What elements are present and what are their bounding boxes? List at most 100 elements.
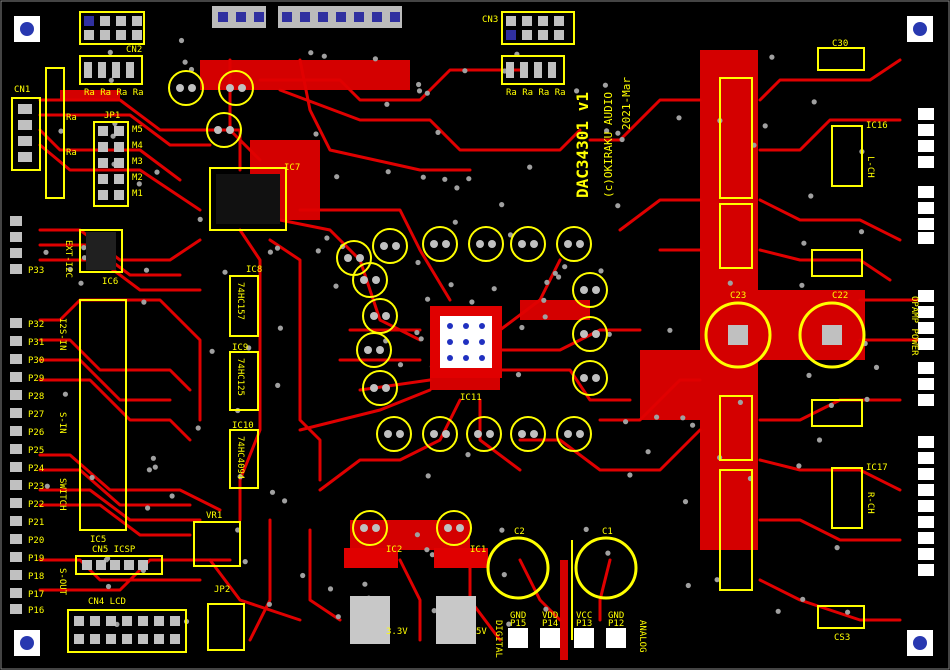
left-pin-pad	[10, 426, 22, 436]
left-pin-label: P19	[28, 554, 44, 564]
c2-label: C2	[514, 527, 525, 537]
cn1-label: CN1	[14, 85, 30, 95]
output-pad	[918, 394, 934, 406]
power-pin-label: GND	[608, 611, 624, 621]
bottom-power-section: 3.3V 5V IC2 IC1 C2 C1	[344, 527, 638, 644]
left-pin-label: P17	[28, 590, 44, 600]
ic9-label: IC9	[232, 343, 248, 353]
ic5-label: IC5	[90, 535, 106, 545]
left-pin-pad	[10, 444, 22, 454]
electrolytic-capacitors	[168, 70, 608, 546]
ic8-label: IC8	[246, 265, 262, 275]
left-pin-pad	[10, 462, 22, 472]
svg-text:Ra Ra Ra Ra: Ra Ra Ra Ra	[506, 88, 566, 98]
left-pin-pad	[10, 336, 22, 346]
jp2-jumper: JP2	[207, 585, 245, 651]
chip-74hc157: 74HC157	[235, 282, 245, 320]
opamp-section: C30 CS3 IC16 IC17 C23 C22	[704, 39, 888, 643]
power-pin-label: VDD	[542, 611, 558, 621]
ic2-voltage-label: 3.3V	[386, 627, 408, 637]
output-pad	[918, 452, 934, 464]
ic6-label: IC6	[102, 277, 118, 287]
svg-text:Ra: Ra	[66, 148, 77, 158]
output-pad	[918, 436, 934, 448]
ic6-chip: IC6	[79, 229, 123, 287]
capacitor-outline	[510, 416, 546, 452]
ic10-label: IC10	[232, 421, 254, 431]
mode-label-m1: M1	[132, 189, 143, 199]
left-pin-label: P21	[28, 518, 44, 528]
cn5-icsp: CN5 ICSP	[75, 545, 163, 575]
left-pin-label: P26	[28, 428, 44, 438]
left-pin-label: P22	[28, 500, 44, 510]
cn1-connector: CN1 Ra Ra	[11, 67, 77, 199]
output-pad	[918, 218, 934, 230]
output-pad	[918, 516, 934, 528]
left-pin-pad	[10, 390, 22, 400]
left-pin-pad	[10, 318, 22, 328]
power-pad	[574, 628, 594, 648]
cn3-connector: CN3	[482, 11, 575, 45]
power-pin-number: P15	[510, 619, 526, 629]
power-pin-label: VCC	[576, 611, 592, 621]
opamp-power-label: OPAMP POWER	[909, 296, 919, 356]
logic-ic-stack: 74HC157 74HC125 74HC4094 IC8 IC9 IC10	[229, 265, 262, 489]
output-pad	[918, 532, 934, 544]
power-pin-number: P12	[608, 619, 624, 629]
left-pin-label: P24	[28, 464, 44, 474]
left-pin-label: P20	[28, 536, 44, 546]
c1-label: C1	[602, 527, 613, 537]
ic16-label: IC16	[866, 121, 888, 131]
left-pin-label: P25	[28, 446, 44, 456]
capacitor-outline	[422, 226, 458, 262]
board-title-block: DAC34301 v1 (c)OKIRAKU AUDIO 2021-Mar	[573, 77, 633, 198]
ic5-chip: IC5	[79, 299, 127, 545]
output-pad	[918, 186, 934, 198]
bottom-section-labels: DIGITAL ANALOG	[493, 620, 647, 658]
board-date: 2021-Mar	[620, 77, 633, 130]
capacitor-outline	[376, 416, 412, 452]
left-pin-pad	[10, 604, 22, 614]
board-title: DAC34301 v1	[573, 92, 592, 198]
power-pin-label: GND	[510, 611, 526, 621]
mode-label-m5: M5	[132, 125, 143, 135]
capacitor-outline	[206, 112, 242, 148]
left-pin-pad	[10, 534, 22, 544]
left-pin-label: P27	[28, 410, 44, 420]
left-edge-pins: P33P32P31P30P29P28P27P26P25P24P23P22P21P…	[10, 216, 44, 616]
left-pin-pad	[10, 354, 22, 364]
capacitor-outline	[356, 332, 392, 368]
left-pin-label: P18	[28, 572, 44, 582]
right-edge-pads	[918, 108, 934, 576]
c22-label: C22	[832, 291, 848, 301]
c23-label: C23	[730, 291, 746, 301]
left-pin-label: P33	[28, 266, 44, 276]
output-pad	[918, 362, 934, 374]
ra-resistor-packs: Ra Ra Ra Ra Ra Ra Ra Ra	[79, 55, 566, 98]
output-pad	[918, 484, 934, 496]
left-pin-pad	[10, 248, 22, 258]
ic11-dac-chip: IC11	[430, 306, 502, 403]
capacitor-outline	[556, 416, 592, 452]
left-pin-label: P31	[28, 338, 44, 348]
c30-label: C30	[832, 39, 848, 49]
output-pad	[918, 156, 934, 168]
power-pad	[508, 628, 528, 648]
analog-label: ANALOG	[637, 620, 647, 653]
chip-74hc4094: 74HC4094	[235, 436, 245, 479]
svg-text:Ra: Ra	[66, 113, 77, 123]
capacitor-outline	[352, 262, 388, 298]
left-pin-pad	[10, 498, 22, 508]
left-pin-pad	[10, 408, 22, 418]
left-pin-label: P16	[28, 606, 44, 616]
cn4-label: CN4 LCD	[88, 597, 126, 607]
output-pad	[918, 548, 934, 560]
capacitor-outline	[372, 228, 408, 264]
svg-text:Ra Ra Ra Ra: Ra Ra Ra Ra	[84, 88, 144, 98]
top-header-pins	[212, 6, 402, 28]
power-pad	[540, 628, 560, 648]
ic7-label: IC7	[284, 163, 300, 173]
left-pin-pad	[10, 480, 22, 490]
